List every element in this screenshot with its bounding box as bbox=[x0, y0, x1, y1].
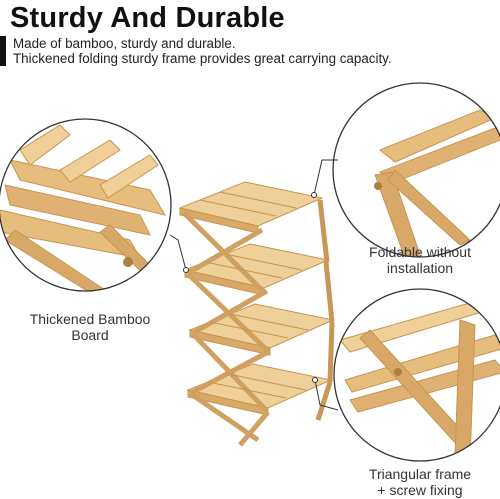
callout-bottom-right-line-1: Triangular frame bbox=[368, 466, 472, 482]
description-line-1: Made of bamboo, sturdy and durable. bbox=[13, 36, 236, 51]
callout-left-line-2: Board bbox=[71, 327, 109, 343]
callout-left-line-1: Thickened Bamboo bbox=[29, 311, 151, 327]
callout-foldable: Foldable without installation bbox=[345, 244, 495, 276]
page-title: Sturdy And Durable bbox=[10, 2, 285, 34]
description-line-2: Thickened folding sturdy frame provides … bbox=[13, 51, 392, 66]
callout-bottom-right-line-2: + screw fixing bbox=[377, 482, 463, 498]
callout-top-right-line-2: installation bbox=[386, 260, 454, 276]
bamboo-rack bbox=[178, 181, 335, 447]
callout-triangular-frame: Triangular frame + screw fixing bbox=[345, 466, 495, 498]
accent-bar bbox=[0, 36, 6, 66]
foldable-zoom bbox=[333, 83, 500, 257]
callout-bamboo-board: Thickened Bamboo Board bbox=[14, 311, 166, 343]
callout-lines bbox=[169, 159, 339, 411]
triangular-frame-zoom bbox=[334, 289, 500, 461]
bamboo-board-zoom bbox=[0, 119, 171, 291]
callout-top-right-line-1: Foldable without bbox=[369, 244, 471, 260]
